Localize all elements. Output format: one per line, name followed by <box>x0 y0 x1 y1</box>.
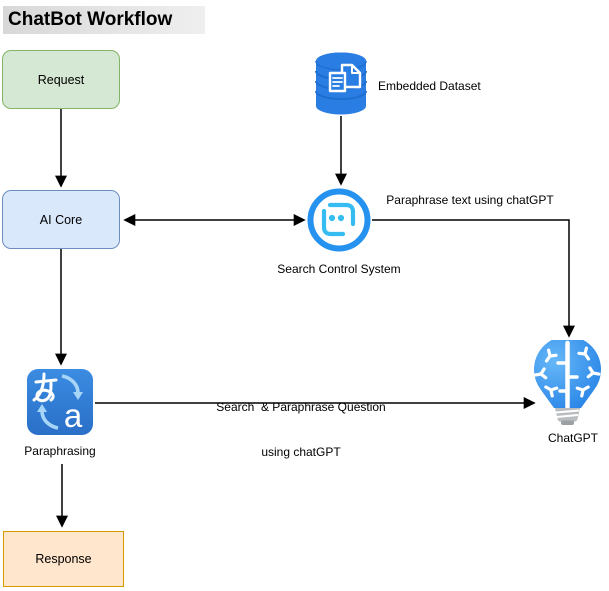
node-chatgpt-label: ChatGPT <box>547 431 598 445</box>
edge-label-search-paraphrase: Search & Paraphrase Question using chatG… <box>171 370 431 490</box>
node-request[interactable]: Request <box>2 50 120 109</box>
node-request-label: Request <box>37 72 85 87</box>
node-embedded-dataset[interactable] <box>314 51 368 121</box>
node-ai-core[interactable]: AI Core <box>2 190 120 249</box>
bot-face-icon <box>307 188 371 252</box>
node-ai-core-label: AI Core <box>39 212 83 227</box>
node-response[interactable]: Response <box>3 531 124 587</box>
hiragana-a-glyph <box>32 372 58 403</box>
database-documents-icon <box>315 52 367 115</box>
connector-search-to-chatgpt <box>372 219 575 338</box>
edge-label-paraphrase-text: Paraphrase text using chatGPT <box>386 193 554 207</box>
edge-label-line2: using chatGPT <box>261 445 341 459</box>
diagram-title: ChatBot Workflow <box>3 6 205 34</box>
node-search-control-system-label: Search Control System <box>277 262 401 276</box>
translate-icon: a <box>27 369 93 435</box>
latin-a-glyph: a <box>64 397 83 434</box>
lightbulb-brain-icon <box>532 336 602 425</box>
node-search-control-system[interactable] <box>307 188 371 257</box>
node-response-label: Response <box>35 552 92 566</box>
edge-label-line1: Search & Paraphrase Question <box>216 400 386 414</box>
swap-arrows <box>37 374 83 430</box>
node-embedded-dataset-label: Embedded Dataset <box>378 79 481 93</box>
node-paraphrasing[interactable]: a <box>27 369 93 440</box>
node-paraphrasing-label: Paraphrasing <box>24 444 96 458</box>
node-chatgpt[interactable] <box>528 336 607 430</box>
